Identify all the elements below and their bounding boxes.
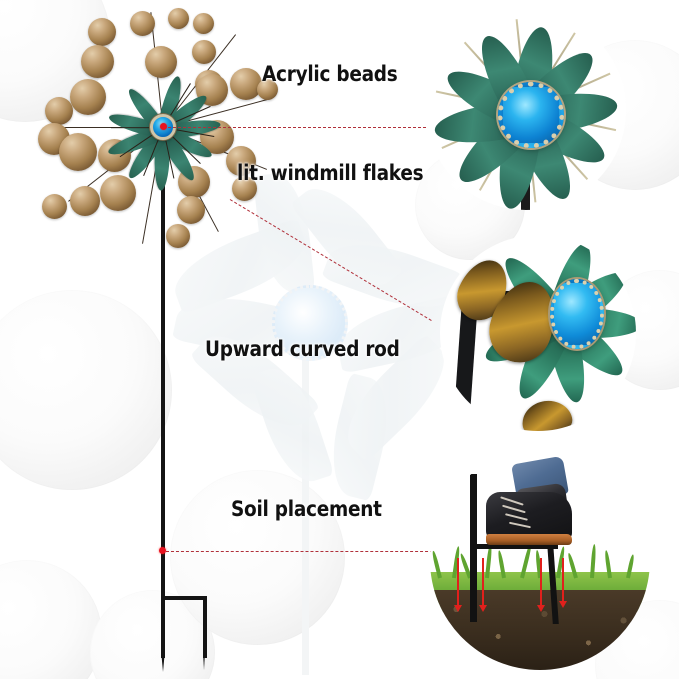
callout-label-soil-placement: Soil placement	[231, 497, 382, 521]
acrylic-bead	[232, 176, 257, 201]
gem-icon	[550, 279, 604, 349]
callout-label-curved-rod: Upward curved rod	[205, 337, 400, 361]
product-rod	[161, 130, 165, 658]
acrylic-bead	[230, 68, 262, 100]
foot-pedal-leg	[203, 596, 207, 658]
callout-label-acrylic-beads: Acrylic beads	[262, 62, 398, 86]
acrylic-bead	[42, 194, 67, 219]
acrylic-bead	[70, 79, 106, 115]
acrylic-bead	[70, 186, 100, 216]
acrylic-bead	[177, 196, 205, 224]
rod-tip	[161, 650, 165, 672]
acrylic-bead	[193, 13, 214, 34]
foot-pedal-bar	[163, 596, 206, 600]
gem-icon	[498, 82, 564, 148]
boot-sole	[486, 534, 572, 545]
acrylic-bead	[59, 133, 97, 171]
acrylic-bead	[166, 224, 190, 248]
direction-arrow-icon	[454, 558, 462, 612]
direction-arrow-icon	[537, 558, 545, 612]
direction-arrow-icon	[559, 558, 567, 608]
acrylic-bead	[81, 45, 114, 78]
acrylic-bead	[145, 46, 177, 78]
acrylic-bead	[100, 175, 136, 211]
dot-marker-icon	[160, 123, 167, 130]
acrylic-bead	[257, 79, 278, 100]
foot-pedal-tip	[203, 652, 205, 670]
panel-rod-detail	[440, 235, 636, 431]
acrylic-bead	[226, 146, 256, 176]
acrylic-bead	[168, 8, 189, 29]
direction-arrow-icon	[479, 558, 487, 612]
panel-windmill-flakes	[426, 10, 626, 210]
bronze-cup	[519, 397, 575, 431]
acrylic-bead	[130, 11, 155, 36]
boot-icon	[486, 492, 572, 540]
acrylic-bead	[192, 40, 216, 64]
acrylic-bead	[88, 18, 116, 46]
callout-label-windmill-flakes: lit. windmill flakes	[237, 161, 424, 185]
panel-soil-placement	[430, 450, 650, 670]
acrylic-bead	[45, 97, 73, 125]
foot-bar	[470, 544, 558, 549]
dot-marker-icon	[159, 547, 166, 554]
